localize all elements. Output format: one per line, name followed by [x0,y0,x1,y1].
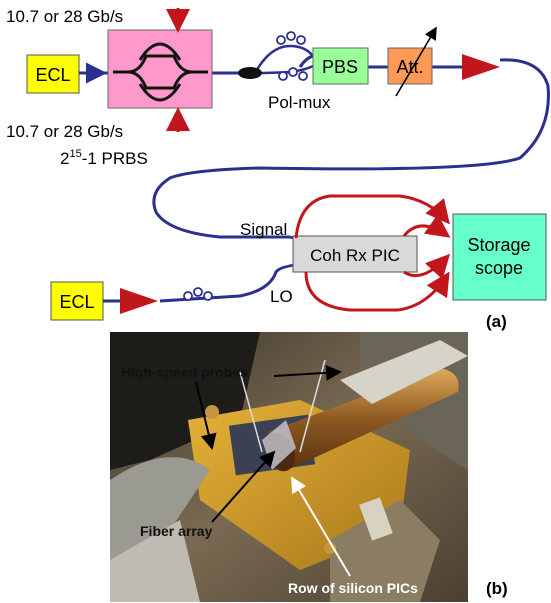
lo-label: LO [270,287,293,306]
probes-arrow-right [273,364,342,381]
fiber-array-arrow [211,450,276,523]
pbs-box [312,47,369,85]
attenuator-box [387,47,433,85]
amplifier-triangle-icon [462,54,500,80]
scope-label-line2: scope [475,258,523,278]
modulator-waveguide [113,42,208,102]
pbs-label: PBS [322,57,358,77]
ecl-lo-box [50,281,104,321]
lo-amplifier-triangle-icon [120,288,158,314]
ecl-tx-box [26,54,80,94]
storage-scope-box [452,213,547,301]
lab-photo [110,332,468,602]
bitrate-bottom-label: 10.7 or 28 Gb/s [6,122,123,141]
bitrate-top-label: 10.7 or 28 Gb/s [6,7,123,26]
fiber-array-label: Fiber array [140,523,213,539]
row-pics-arrow [290,476,351,577]
ecl-tx-label: ECL [35,65,70,85]
attenuator-label: Att. [396,57,423,77]
probes-label: High-speed probes [121,364,248,380]
coh-rx-label: Coh Rx PIC [310,246,400,265]
prbs-base: 2 [60,149,69,168]
scope-label-line1: Storage [467,235,530,255]
prbs-exp: 15 [69,148,81,160]
modulator-box [107,29,213,109]
prbs-label: 215-1 PRBS [60,148,148,168]
signal-label: Signal [240,220,287,239]
polmux-label: Pol-mux [268,93,331,112]
attenuator-variable-arrow [395,26,437,97]
ecl-lo-label: ECL [59,292,94,312]
lo-polarization-controller-icon [183,287,213,301]
fiber-connector [238,67,262,79]
probes-arrow-left [195,381,217,450]
panel-a-label: (a) [486,312,507,331]
panel-b-label: (b) [486,579,508,598]
polarization-controller-icon [276,31,308,81]
prbs-rest: -1 PRBS [82,149,148,168]
rf-output-loops [294,194,451,312]
row-pics-label: Row of silicon PICs [288,580,418,596]
coh-rx-box [292,235,418,273]
